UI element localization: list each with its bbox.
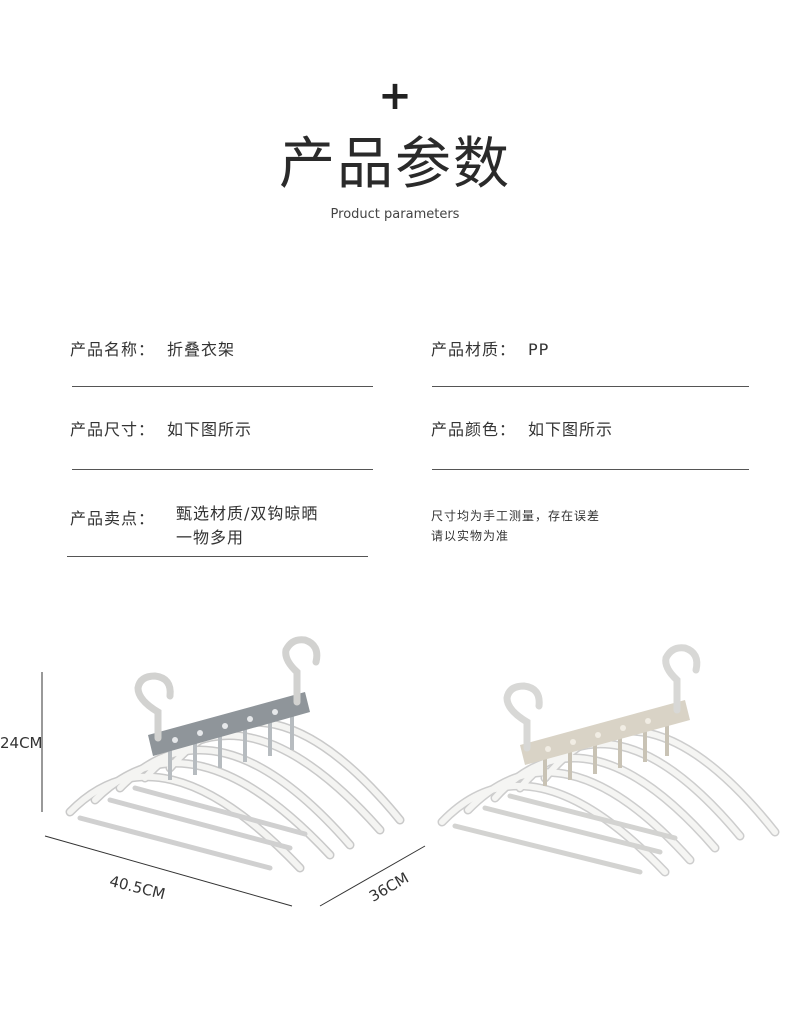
param-color: 产品颜色： 如下图所示: [431, 416, 613, 440]
param-name-label: 产品名称：: [70, 340, 156, 359]
param-name-value: 折叠衣架: [167, 340, 236, 359]
param-color-value: 如下图所示: [528, 420, 614, 439]
height-dimension-label: 24CM: [0, 734, 43, 752]
param-material-value: PP: [528, 340, 550, 359]
divider: [432, 386, 749, 387]
param-selling-label: 产品卖点：: [70, 509, 156, 528]
param-material-label: 产品材质：: [431, 340, 517, 359]
param-size-value: 如下图所示: [167, 420, 253, 439]
gray-hanger-set: [65, 636, 405, 873]
param-color-label: 产品颜色：: [431, 420, 517, 439]
note-line: 请以实物为准: [431, 529, 510, 543]
param-selling-label-row: 产品卖点：: [70, 505, 155, 529]
page-title: 产品参数: [279, 132, 511, 197]
param-size-label: 产品尺寸：: [70, 420, 156, 439]
param-selling-value: 甄选材质/双钩晾晒 一物多用: [176, 502, 318, 550]
param-material: 产品材质： PP: [431, 336, 549, 360]
selling-line: 甄选材质/双钩晾晒: [176, 504, 319, 523]
measurement-note: 尺寸均为手工测量，存在误差 请以实物为准: [431, 506, 600, 546]
plus-icon: +: [378, 73, 412, 119]
page-subtitle: Product parameters: [330, 207, 460, 222]
selling-line: 一物多用: [176, 528, 245, 547]
param-size: 产品尺寸： 如下图所示: [70, 416, 252, 440]
depth-dimension-line: [319, 845, 426, 907]
width-dimension-line: [44, 835, 293, 907]
beige-hanger-set: [437, 644, 780, 877]
divider: [72, 386, 373, 387]
note-line: 尺寸均为手工测量，存在误差: [431, 509, 601, 523]
divider: [432, 469, 749, 470]
param-name: 产品名称： 折叠衣架: [70, 336, 235, 360]
divider: [67, 556, 368, 557]
divider: [72, 469, 373, 470]
